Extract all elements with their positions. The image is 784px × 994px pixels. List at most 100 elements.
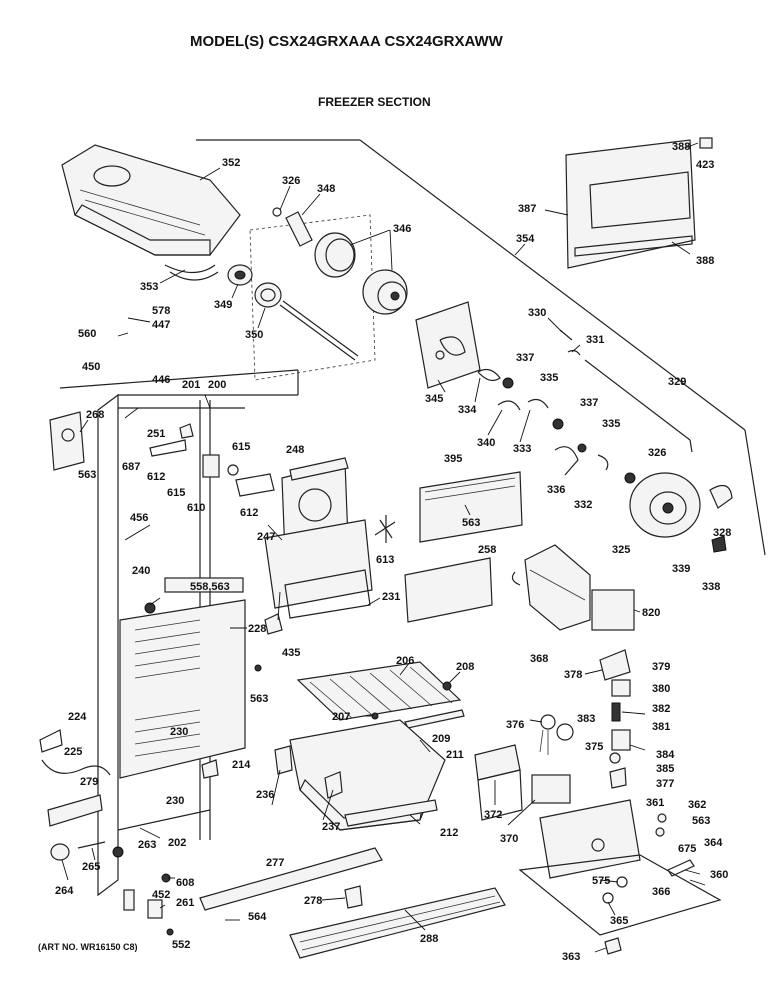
callout-335-lower: 335 <box>602 418 620 430</box>
callout-365: 365 <box>610 915 628 927</box>
auger-assembly <box>227 207 408 361</box>
callout-558-563: 558,563 <box>190 581 230 593</box>
callout-335: 335 <box>540 372 558 384</box>
callout-615-lower: 615 <box>167 487 185 499</box>
callout-372: 372 <box>484 809 502 821</box>
callout-366: 366 <box>652 886 670 898</box>
callout-228: 228 <box>248 623 266 635</box>
callout-237: 237 <box>322 821 340 833</box>
callout-447: 447 <box>152 319 170 331</box>
callout-456: 456 <box>130 512 148 524</box>
bottom-parts <box>112 846 506 959</box>
callout-329: 329 <box>668 376 686 388</box>
callout-560: 560 <box>78 328 96 340</box>
center-small-parts <box>149 423 293 779</box>
callout-423: 423 <box>696 159 714 171</box>
callout-612: 612 <box>147 471 165 483</box>
callout-376: 376 <box>506 719 524 731</box>
callout-395: 395 <box>444 453 462 465</box>
callout-360: 360 <box>710 869 728 881</box>
callout-563-coil: 563 <box>250 693 268 705</box>
callout-383: 383 <box>577 713 595 725</box>
callout-231: 231 <box>382 591 400 603</box>
callout-230: 230 <box>170 726 188 738</box>
callout-612-lower: 612 <box>240 507 258 519</box>
callout-563-disp: 563 <box>692 815 710 827</box>
callout-202: 202 <box>168 837 186 849</box>
callout-207: 207 <box>332 711 350 723</box>
ice-bucket <box>61 144 241 281</box>
callout-435: 435 <box>282 647 300 659</box>
callout-452: 452 <box>152 889 170 901</box>
callout-224: 224 <box>68 711 87 723</box>
callout-336: 336 <box>547 484 565 496</box>
callout-446: 446 <box>152 374 170 386</box>
callout-353: 353 <box>140 281 158 293</box>
callout-209: 209 <box>432 733 450 745</box>
callout-264: 264 <box>55 885 74 897</box>
duct-cover <box>404 557 493 623</box>
callout-377: 377 <box>656 778 674 790</box>
callout-334: 334 <box>458 404 477 416</box>
dispenser-housing <box>474 744 722 955</box>
callout-201: 201 <box>182 379 200 391</box>
callout-381: 381 <box>652 721 670 733</box>
ice-maker <box>511 544 635 631</box>
auger-motor <box>629 472 733 553</box>
callout-338: 338 <box>702 581 720 593</box>
callout-337: 337 <box>516 352 534 364</box>
callout-240: 240 <box>132 565 150 577</box>
callout-563: 563 <box>78 469 96 481</box>
callout-608: 608 <box>176 877 194 889</box>
callout-379: 379 <box>652 661 670 673</box>
callout-348: 348 <box>317 183 335 195</box>
callout-208: 208 <box>456 661 474 673</box>
callout-326: 326 <box>282 175 300 187</box>
evaporator-fan-housing <box>264 457 396 619</box>
callout-236: 236 <box>256 789 274 801</box>
callout-387: 387 <box>518 203 536 215</box>
callout-326-lower: 326 <box>648 447 666 459</box>
freezer-shelf <box>296 661 465 729</box>
callout-820: 820 <box>642 607 660 619</box>
callout-615: 615 <box>232 441 250 453</box>
callout-575: 575 <box>592 875 610 887</box>
callout-265: 265 <box>82 861 100 873</box>
callout-563-board: 563 <box>462 517 480 529</box>
motor-mount-plate <box>415 301 481 389</box>
callout-225: 225 <box>64 746 82 758</box>
callout-263: 263 <box>138 839 156 851</box>
callout-362: 362 <box>688 799 706 811</box>
callout-363: 363 <box>562 951 580 963</box>
callout-333: 333 <box>513 443 531 455</box>
callout-268: 268 <box>86 409 104 421</box>
dispenser-parts <box>539 649 631 789</box>
callout-labels: 352 326 348 346 388 423 387 354 388 353 … <box>55 141 731 963</box>
callout-349: 349 <box>214 299 232 311</box>
callout-364: 364 <box>704 837 723 849</box>
callout-610: 610 <box>187 502 205 514</box>
callout-261: 261 <box>176 897 194 909</box>
callout-340: 340 <box>477 437 495 449</box>
callout-325: 325 <box>612 544 630 556</box>
section-title: FREEZER SECTION <box>318 95 431 109</box>
callout-350: 350 <box>245 329 263 341</box>
callout-564: 564 <box>248 911 267 923</box>
callout-331: 331 <box>586 334 604 346</box>
callout-375: 375 <box>585 741 603 753</box>
callout-328: 328 <box>713 527 731 539</box>
callout-230-lower: 230 <box>166 795 184 807</box>
callout-687: 687 <box>122 461 140 473</box>
callout-675: 675 <box>678 843 696 855</box>
callout-277: 277 <box>266 857 284 869</box>
callout-247: 247 <box>257 531 275 543</box>
callout-352: 352 <box>222 157 240 169</box>
callout-200: 200 <box>208 379 226 391</box>
callout-384: 384 <box>656 749 675 761</box>
callout-251: 251 <box>147 428 165 440</box>
callout-206: 206 <box>396 655 414 667</box>
callout-613: 613 <box>376 554 394 566</box>
callout-214: 214 <box>232 759 251 771</box>
control-board <box>419 471 523 543</box>
